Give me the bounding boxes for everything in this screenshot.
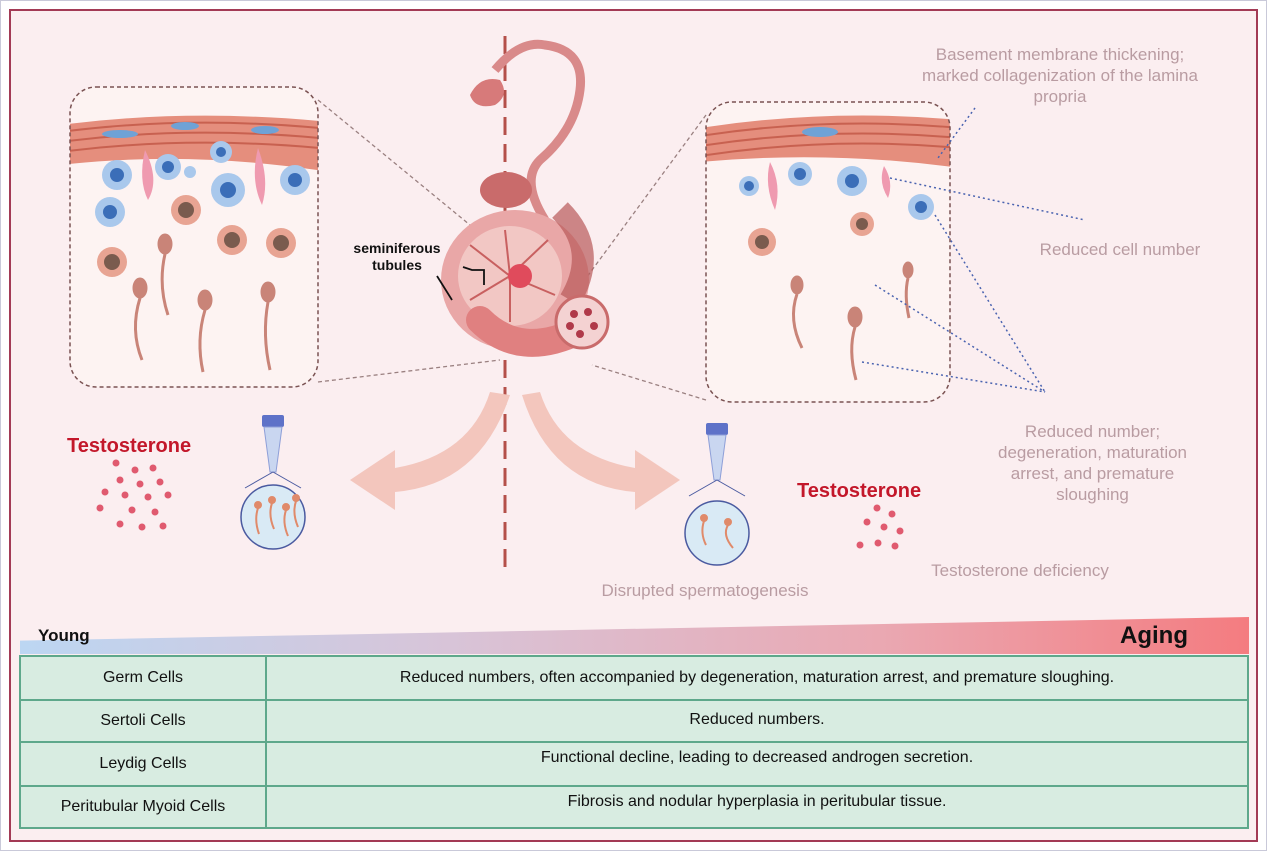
change-description-cell: Fibrosis and nodular hyperplasia in peri… [265, 785, 1249, 829]
table-row: Germ Cells Reduced numbers, often accomp… [19, 655, 1249, 701]
young-sample-tube [240, 415, 306, 550]
change-description-cell: Reduced numbers. [265, 699, 1249, 743]
spermatogonia-cells [95, 141, 310, 227]
reduced-cell-number-annotation: Reduced cell number [1039, 240, 1201, 259]
aging-tissue-inset [705, 101, 951, 403]
table-row: Sertoli Cells Reduced numbers. [19, 699, 1249, 743]
gradient-start-label: Young [38, 626, 90, 645]
spermatid-cells [97, 195, 296, 277]
aging-testosterone-label: Testosterone [797, 480, 922, 502]
young-tissue-inset [69, 86, 319, 388]
aging-arrow [522, 392, 680, 510]
change-description-cell: Functional decline, leading to decreased… [265, 741, 1249, 787]
table-row: Peritubular Myoid Cells Fibrosis and nod… [19, 785, 1249, 829]
change-description-cell: Reduced numbers, often accompanied by de… [265, 655, 1249, 701]
young-testosterone-dots [96, 459, 172, 531]
aging-testosterone-dots [856, 504, 904, 550]
gradient-end-label: Aging [1120, 622, 1188, 649]
disrupted-spermatogenesis-label: Disrupted spermatogenesis [601, 581, 809, 600]
table-row: Leydig Cells Functional decline, leading… [19, 741, 1249, 787]
testis-organ [436, 39, 610, 357]
sperm-cells [132, 233, 276, 373]
basement-membrane-annotation: Basement membrane thickening; marked col… [922, 45, 1198, 106]
cell-changes-table: Germ Cells Reduced numbers, often accomp… [19, 655, 1249, 829]
annotation-leaders [861, 107, 1086, 393]
cell-type-cell: Sertoli Cells [19, 699, 267, 743]
seminiferous-tubules-label: seminiferous tubules [353, 240, 441, 273]
aging-sample-tube [684, 423, 750, 566]
testosterone-deficiency-label: Testosterone deficiency [931, 561, 1109, 580]
cell-type-cell: Germ Cells [19, 655, 267, 701]
young-testosterone-label: Testosterone [67, 435, 192, 457]
young-arrow [350, 392, 510, 510]
reduced-number-annotation: Reduced number; degeneration, maturation… [997, 422, 1188, 504]
cell-type-cell: Peritubular Myoid Cells [19, 785, 267, 829]
cell-type-cell: Leydig Cells [19, 741, 267, 787]
